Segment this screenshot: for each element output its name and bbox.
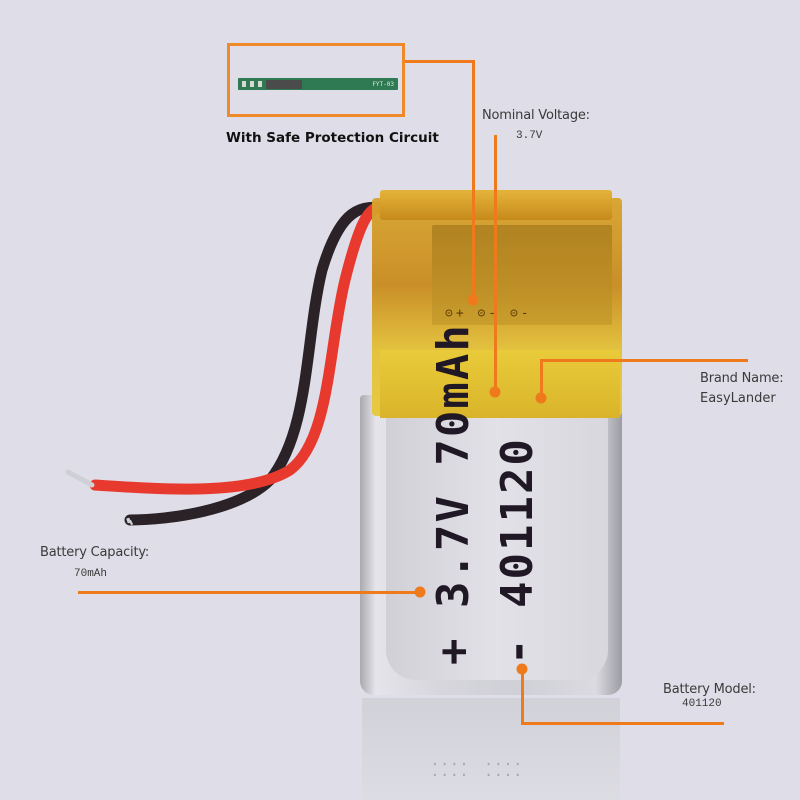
- battery-model-label: Battery Model:: [663, 682, 756, 697]
- battery-print-line-1: + 3.7V 70mAh: [428, 323, 479, 665]
- pcb-callout-line-vertical: [472, 60, 475, 300]
- terminal-markings: ⊝+ ⊝- ⊝-: [445, 306, 532, 321]
- capacity-callout-line: [78, 591, 418, 594]
- protection-circuit-board: FYT-03: [238, 78, 398, 90]
- pcb-caption: With Safe Protection Circuit: [226, 130, 439, 146]
- brand-name-label: Brand Name:: [700, 371, 784, 386]
- brand-name-value: EasyLander: [700, 391, 776, 406]
- nominal-voltage-label: Nominal Voltage:: [482, 108, 590, 123]
- pcb-callout-dot: [467, 294, 479, 306]
- voltage-callout-dot: [489, 386, 501, 398]
- reflection-print: ⁚⁚⁚⁚ ⁚⁚⁚⁚: [432, 760, 525, 781]
- capacity-callout-dot: [414, 586, 426, 598]
- battery-face: [386, 405, 608, 680]
- pcb-component: [250, 81, 254, 87]
- nominal-voltage-value: 3.7V: [516, 130, 543, 142]
- battery-capacity-value: 70mAh: [74, 568, 108, 580]
- model-callout-line-vertical: [521, 669, 524, 724]
- brand-callout-line-vertical: [540, 359, 543, 394]
- voltage-callout-line: [494, 135, 497, 390]
- battery-capacity-label: Battery Capacity:: [40, 545, 150, 560]
- battery-reflection: [362, 698, 620, 800]
- battery-model-value: 401120: [682, 698, 722, 710]
- pcb-component: [258, 81, 262, 87]
- pcb-marking: FYT-03: [372, 80, 394, 88]
- mounted-pcb: [432, 225, 612, 325]
- wire-leads: [65, 200, 396, 526]
- brand-callout-line: [540, 359, 748, 362]
- battery-print-line-2: - 401120: [492, 437, 543, 665]
- pcb-inset-frame: [227, 43, 405, 117]
- pcb-component: [242, 81, 246, 87]
- brand-callout-dot: [535, 392, 547, 404]
- pcb-ic-chip: [266, 79, 302, 89]
- pcb-callout-line: [405, 60, 475, 63]
- model-callout-line: [521, 722, 724, 725]
